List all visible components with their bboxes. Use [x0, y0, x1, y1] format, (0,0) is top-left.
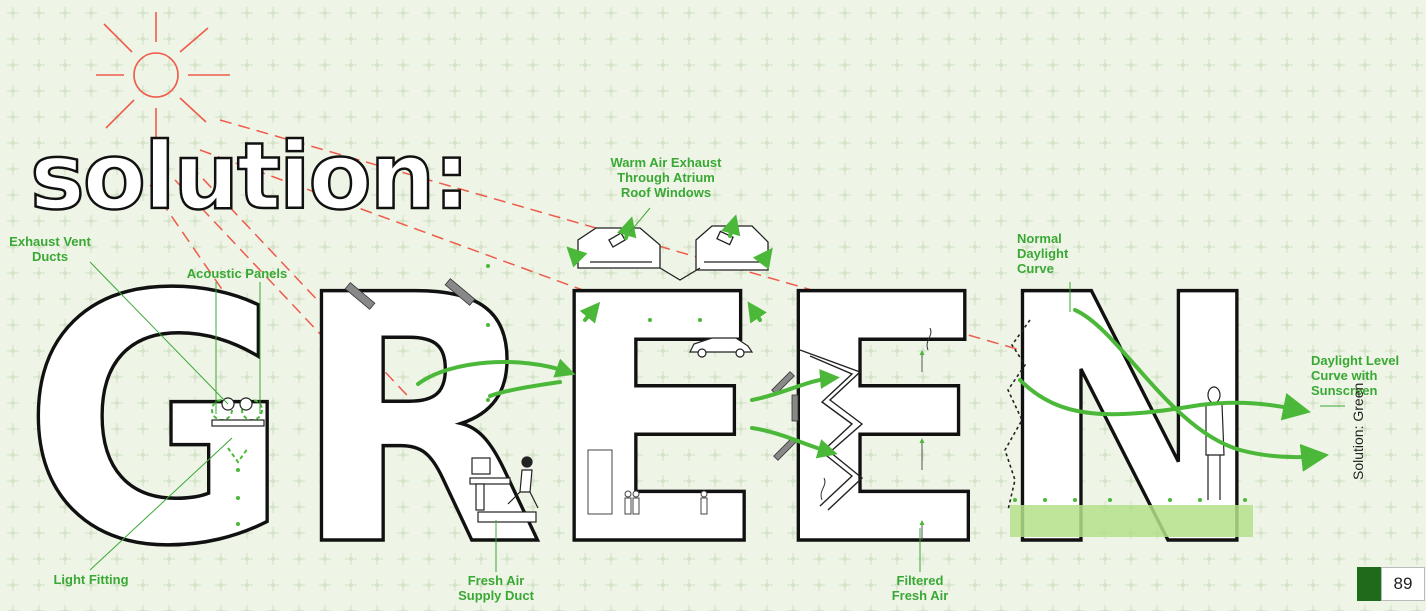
label-light-fitting: Light Fitting [44, 572, 138, 587]
side-section-label: Solution: Green [1350, 410, 1370, 480]
page-bar [1357, 567, 1381, 601]
page-number: 89 [1381, 567, 1425, 601]
label-exhaust-vent: Exhaust Vent Ducts [8, 234, 92, 264]
page-number-box: 89 [1357, 567, 1425, 601]
label-normal-daylight: Normal Daylight Curve [1017, 231, 1087, 276]
label-acoustic-panels: Acoustic Panels [182, 266, 292, 281]
title-text: solution: [30, 123, 468, 230]
ground-fill [1010, 505, 1253, 537]
label-filtered-fresh-air: Filtered Fresh Air [876, 573, 964, 603]
label-warm-air: Warm Air Exhaust Through Atrium Roof Win… [604, 155, 728, 200]
green-word: GREEN [22, 223, 1267, 611]
label-fresh-air-supply: Fresh Air Supply Duct [450, 573, 542, 603]
